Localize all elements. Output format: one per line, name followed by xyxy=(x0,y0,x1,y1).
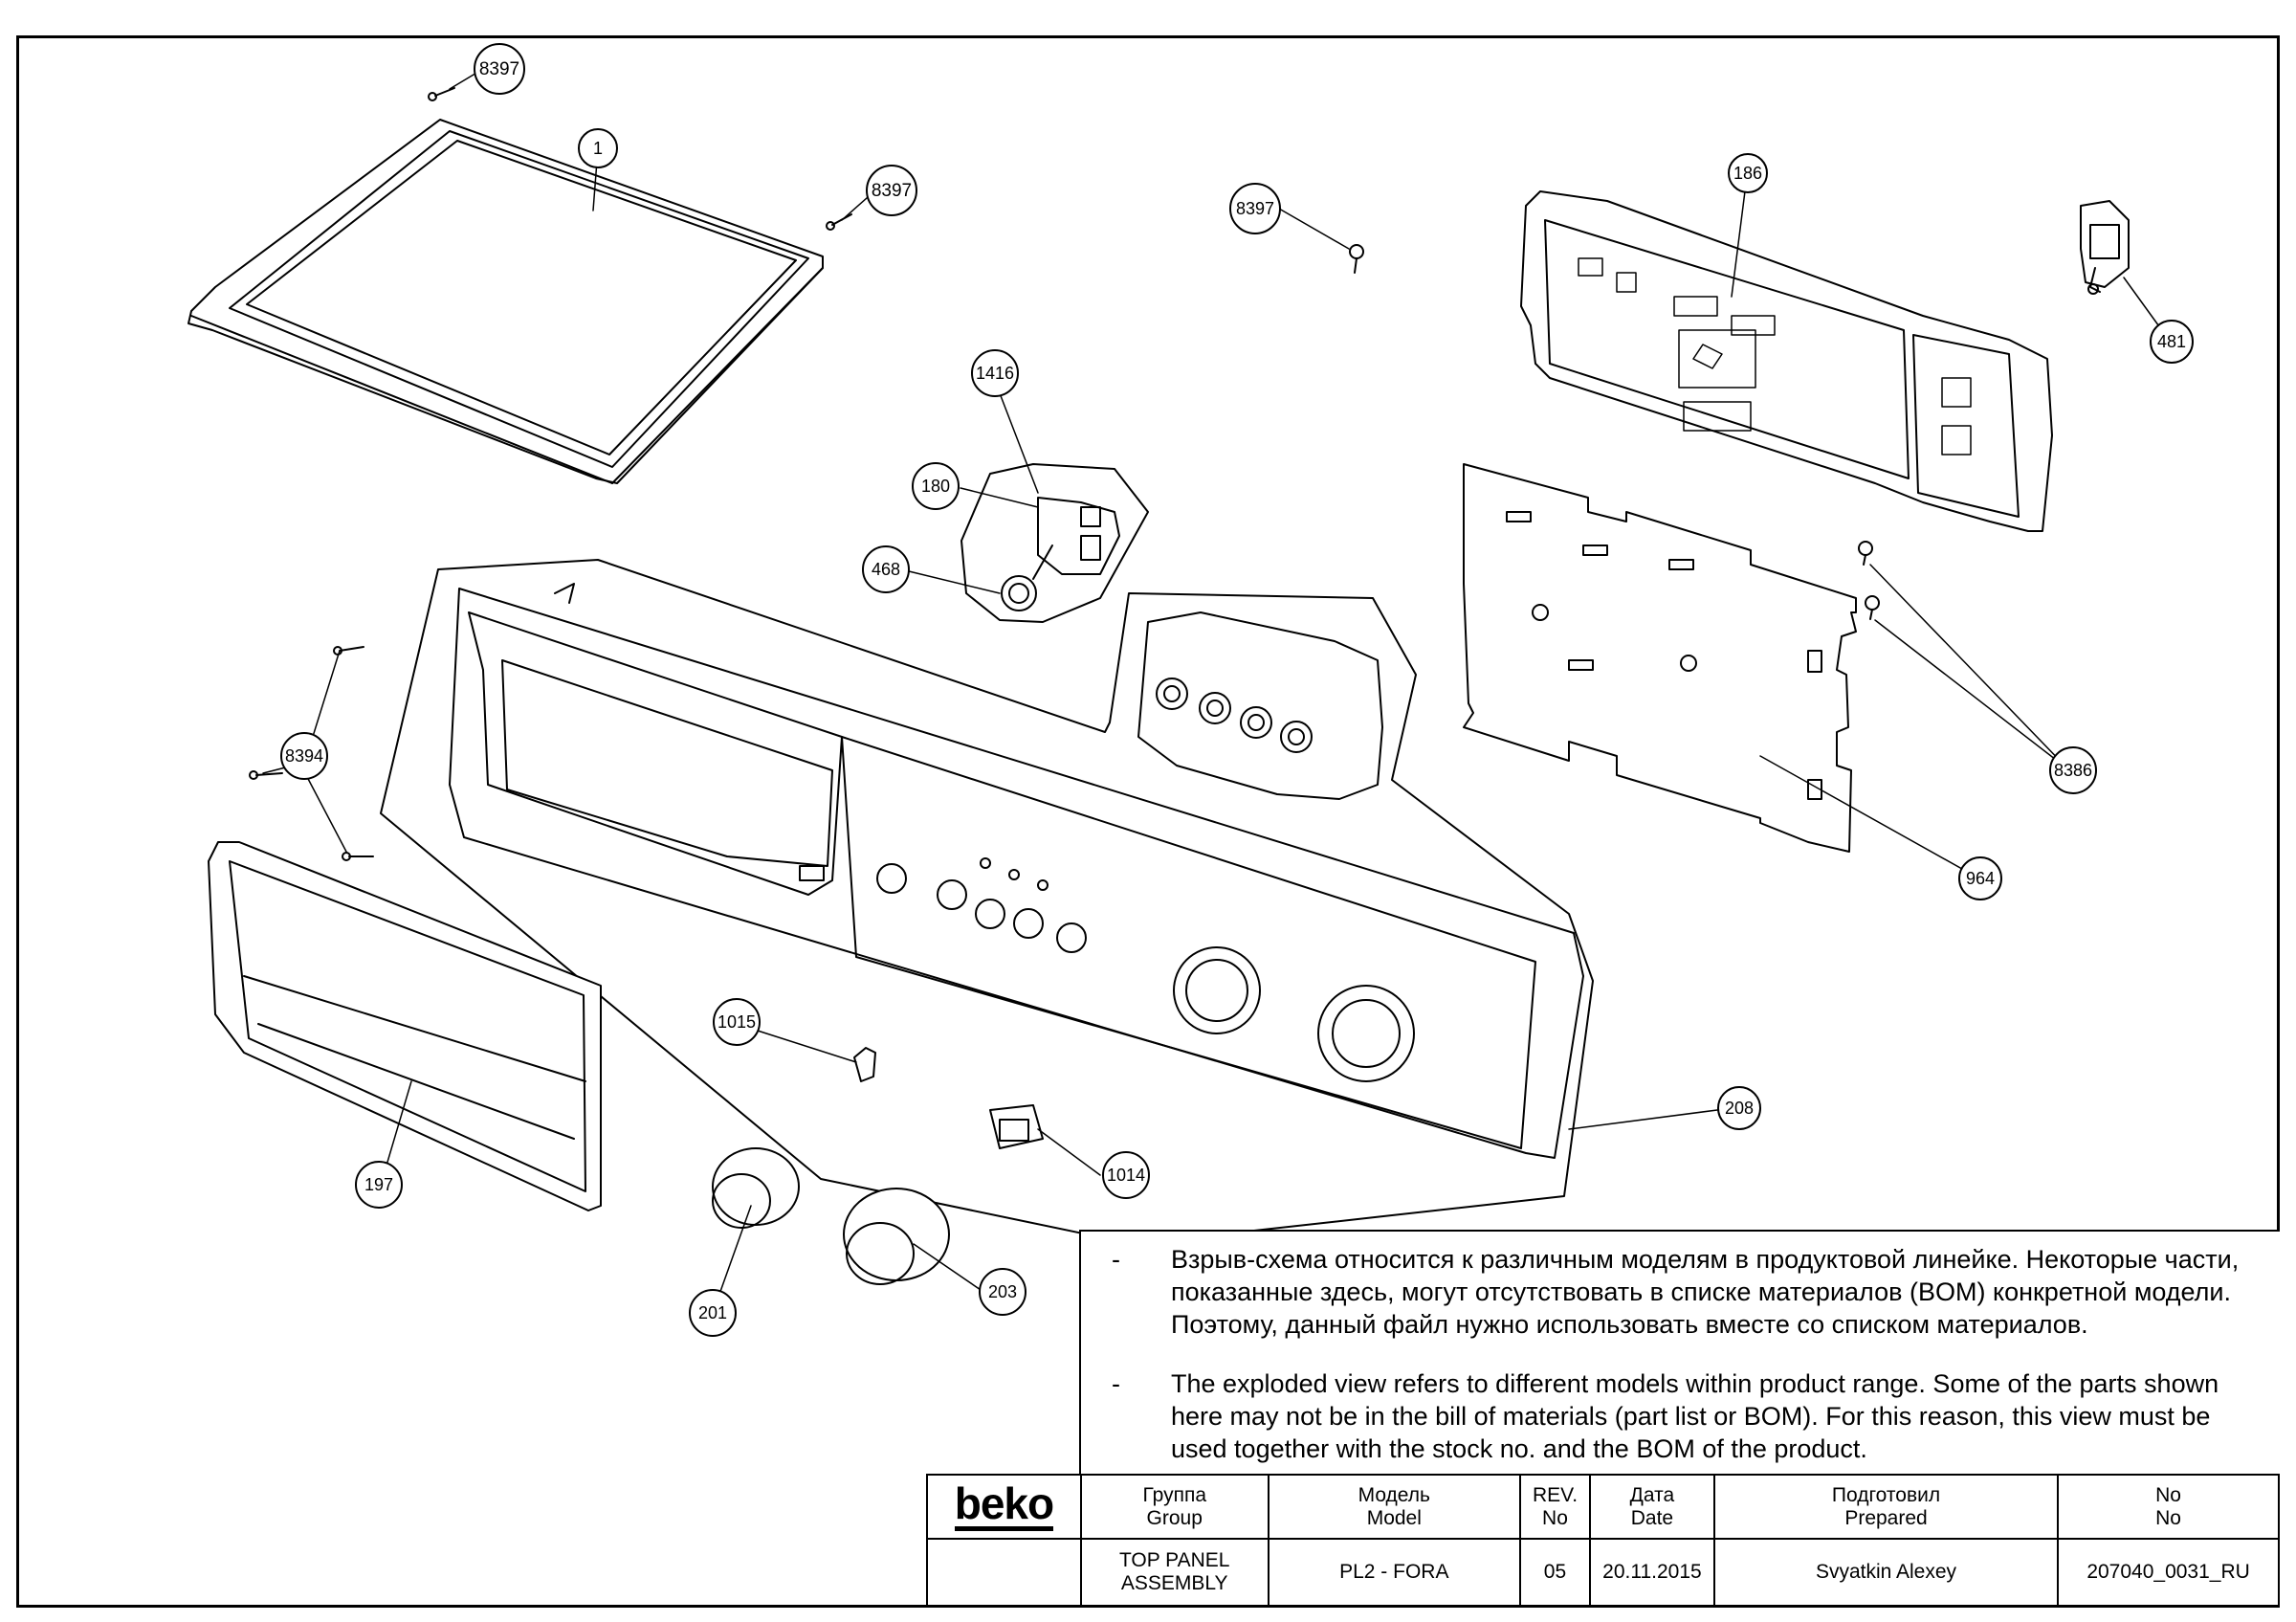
document-number: 207040_0031_RU xyxy=(2057,1538,2280,1607)
prepared-value: Svyatkin Alexey xyxy=(1712,1538,2060,1607)
insulation-sheet-964 xyxy=(1463,463,1857,853)
top-lid-panel xyxy=(188,119,824,484)
number-label-ru: No xyxy=(2155,1483,2181,1506)
callout-8386: 8386 xyxy=(2054,761,2092,780)
number-label-en: No xyxy=(2155,1506,2181,1529)
prepared-label-en: Prepared xyxy=(1844,1506,1928,1529)
callout-8397-top-left: 8397 xyxy=(479,59,519,79)
callout-208: 208 xyxy=(1725,1099,1754,1118)
selector-group-1416 xyxy=(960,463,1149,623)
screws-8386 xyxy=(1858,541,1880,620)
knob-203 xyxy=(843,1188,950,1285)
screw-8397-top-left xyxy=(428,87,455,101)
disclaimer-en: - The exploded view refers to different … xyxy=(1112,1367,2261,1465)
group-label-en: Group xyxy=(1146,1506,1203,1529)
rev-value: 05 xyxy=(1519,1538,1591,1607)
prepared-label-ru: Подготовил xyxy=(1831,1483,1941,1506)
callout-8394: 8394 xyxy=(285,746,323,766)
button-holder xyxy=(1137,611,1383,800)
callout-964: 964 xyxy=(1966,869,1995,888)
screws-8394 xyxy=(249,646,374,861)
switch-481 xyxy=(2080,200,2130,295)
bullet-dash: - xyxy=(1112,1369,1120,1398)
group-value-line2: ASSEMBLY xyxy=(1120,1572,1228,1594)
group-value-line1: TOP PANEL xyxy=(1118,1549,1230,1571)
screw-8397-top-right xyxy=(826,213,852,231)
callout-197: 197 xyxy=(364,1175,393,1194)
disclaimer-ru-text: Взрыв-схема относится к различным моделя… xyxy=(1171,1245,2240,1339)
model-label-en: Model xyxy=(1366,1506,1422,1529)
group-label-ru: Группа xyxy=(1142,1483,1206,1506)
drawer-front-197 xyxy=(208,841,602,1211)
callout-8397-top-panel-right: 8397 xyxy=(872,181,912,201)
callout-468: 468 xyxy=(872,560,900,579)
callout-201: 201 xyxy=(698,1303,727,1322)
callout-circles xyxy=(280,43,2194,1337)
knob-201 xyxy=(712,1147,800,1229)
beko-logo: beko xyxy=(954,1481,1054,1531)
disclaimer-en-text: The exploded view refers to different mo… xyxy=(1171,1369,2219,1463)
model-value: PL2 - FORA xyxy=(1267,1538,1522,1607)
disclaimer-ru: - Взрыв-схема относится к различным моде… xyxy=(1112,1243,2261,1341)
callout-1015: 1015 xyxy=(718,1012,756,1032)
clip-1015 xyxy=(853,1047,876,1082)
callout-186: 186 xyxy=(1733,164,1762,183)
callout-203: 203 xyxy=(988,1282,1017,1301)
date-value: 20.11.2015 xyxy=(1588,1538,1715,1607)
brand-logo-cell: beko xyxy=(926,1474,1082,1540)
screw-8397-center xyxy=(1349,244,1364,274)
date-label-ru: Дата xyxy=(1629,1483,1675,1506)
callout-8397-center: 8397 xyxy=(1236,199,1274,218)
control-pcb-186 xyxy=(1520,190,2053,532)
rev-no-label: No xyxy=(1542,1506,1568,1529)
callout-180: 180 xyxy=(921,477,950,496)
callout-1: 1 xyxy=(593,139,603,158)
callout-481: 481 xyxy=(2157,332,2186,351)
empty-cell xyxy=(926,1538,1082,1607)
model-label-ru: Модель xyxy=(1358,1483,1430,1506)
callout-1416: 1416 xyxy=(976,364,1014,383)
date-label-en: Date xyxy=(1630,1506,1674,1529)
bullet-dash: - xyxy=(1112,1245,1120,1274)
rev-header: REV.No xyxy=(1519,1474,1591,1540)
rev-label: REV. xyxy=(1532,1483,1578,1506)
clip-1014 xyxy=(989,1104,1044,1149)
disclaimer-box: - Взрыв-схема относится к различным моде… xyxy=(1079,1230,2280,1474)
callout-1014: 1014 xyxy=(1107,1166,1145,1185)
